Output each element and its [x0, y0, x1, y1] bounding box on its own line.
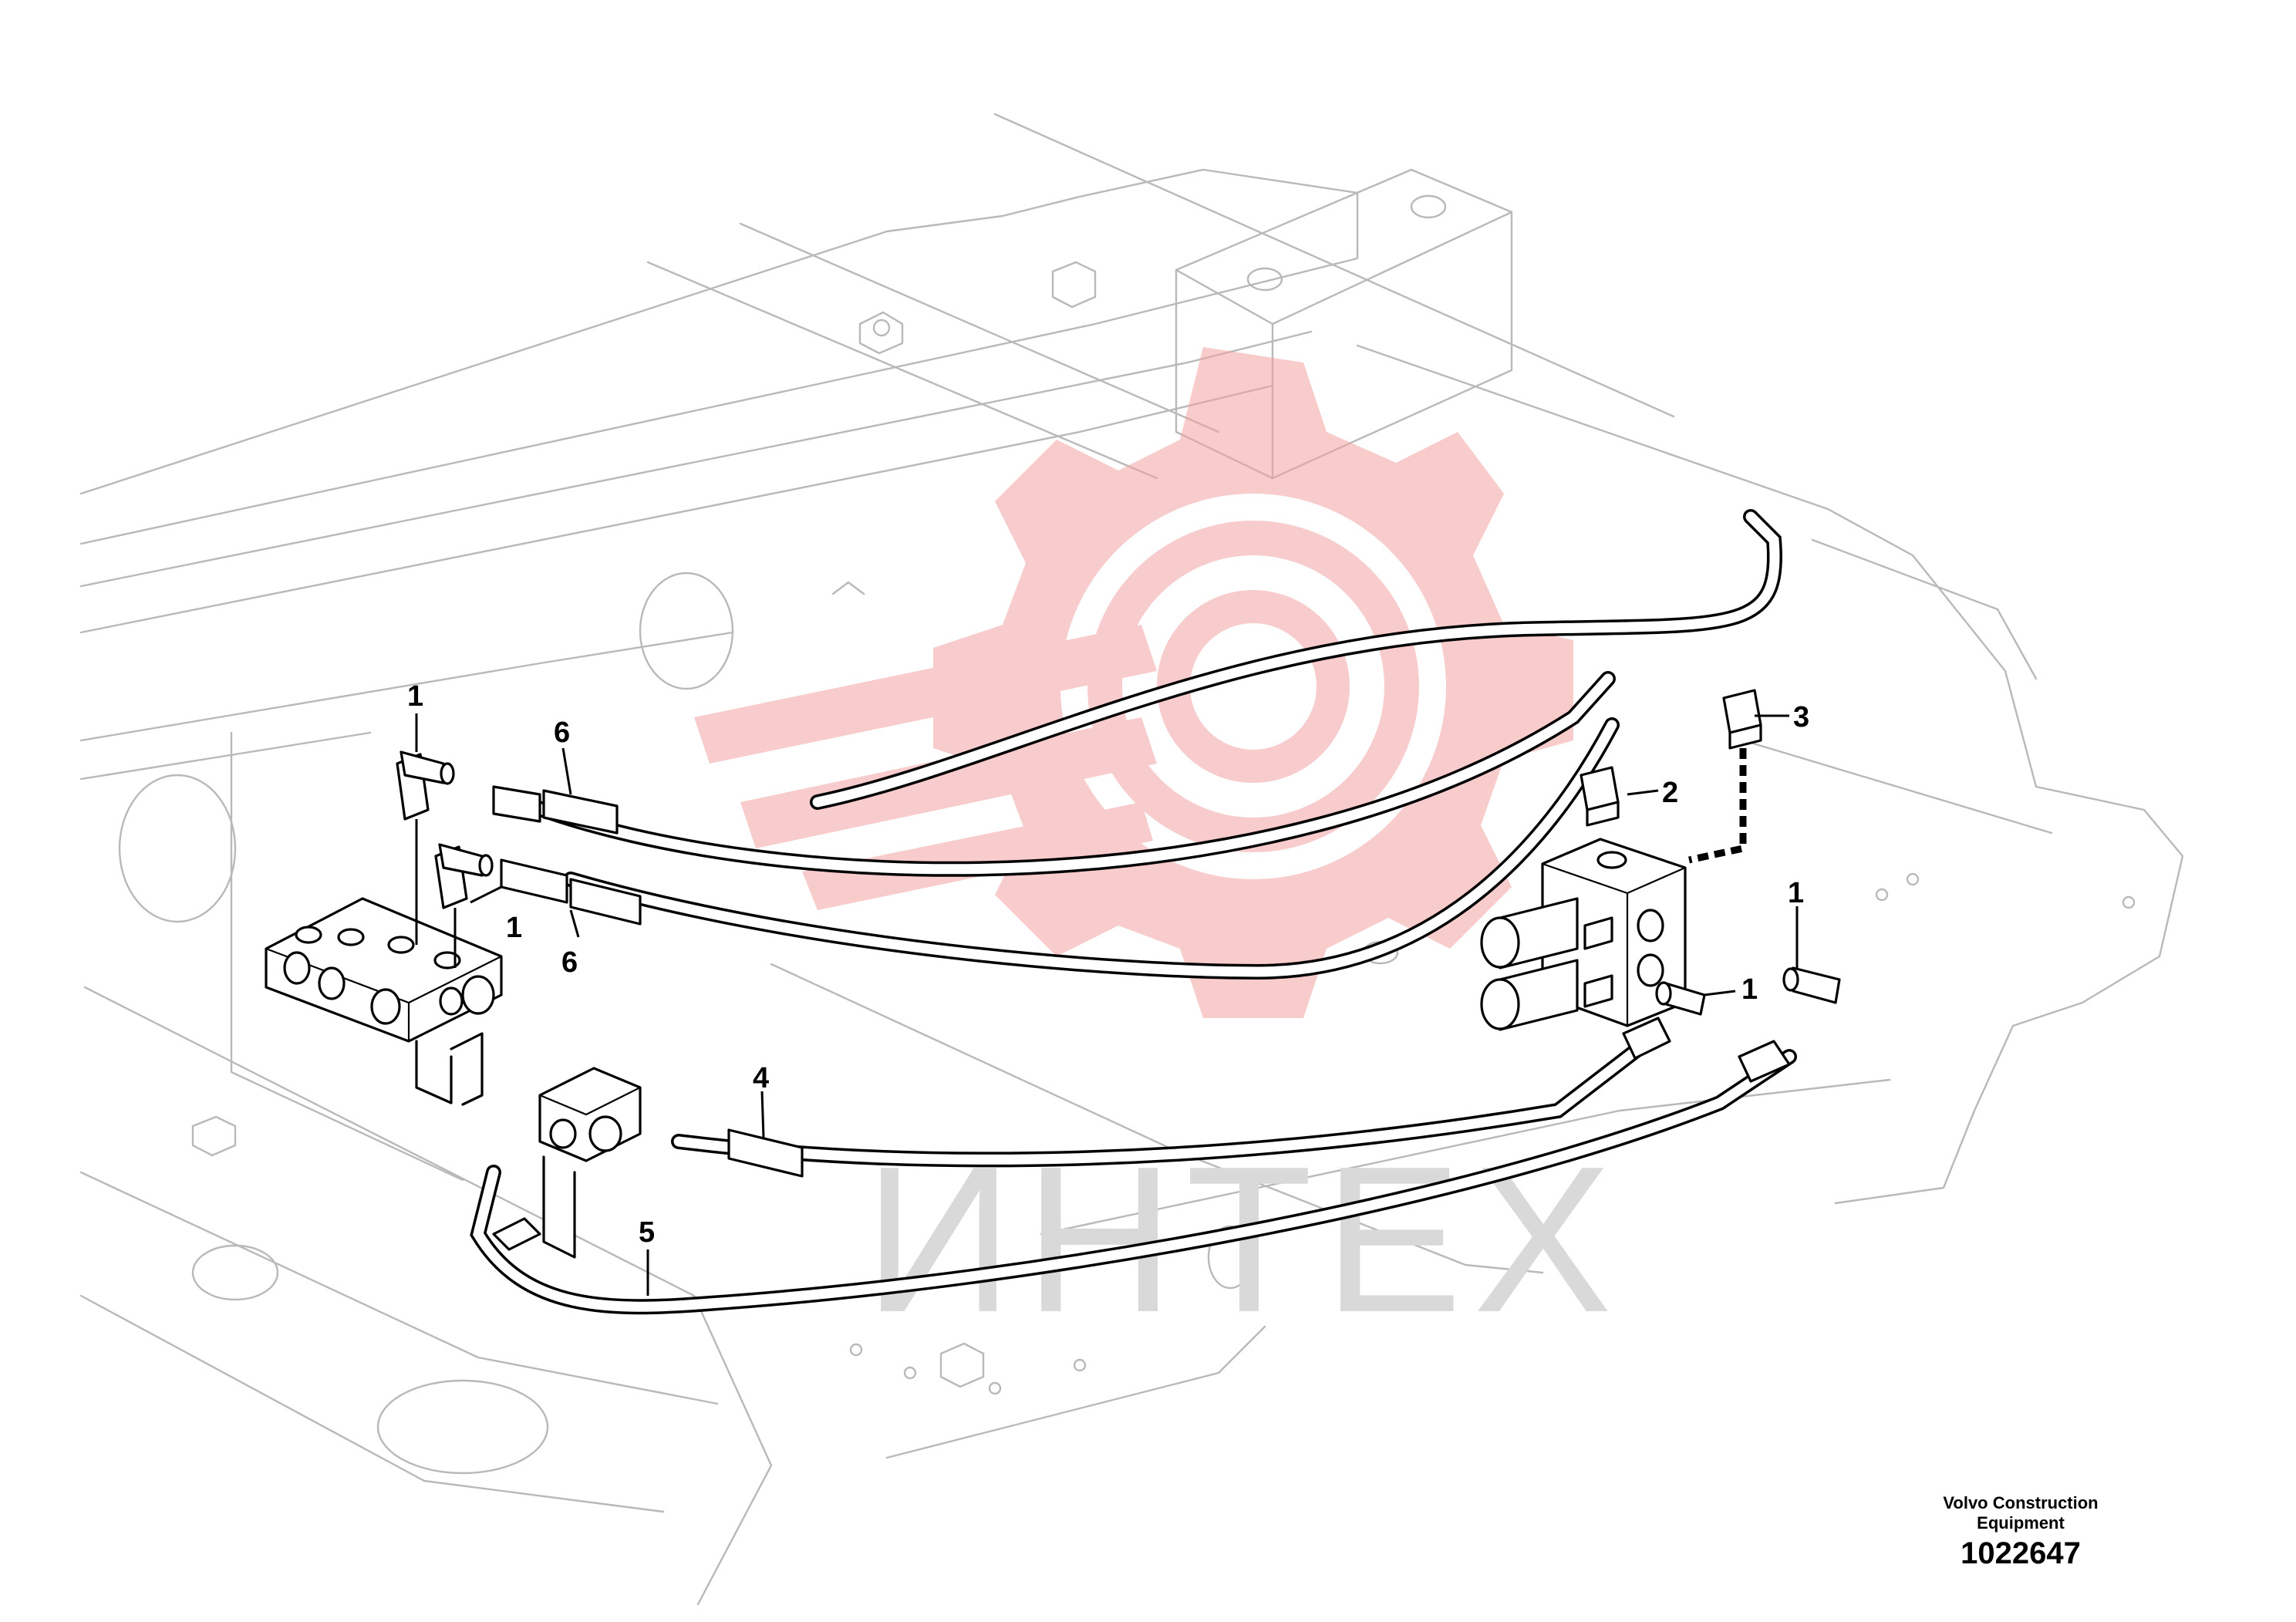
callout-5: 5 [639, 1216, 655, 1249]
adapter-fitting-3 [1688, 689, 1762, 864]
figure-number: 1022647 [1961, 1536, 2081, 1570]
callout-1: 1 [506, 912, 522, 944]
elbow-fitting-left-upper [396, 750, 455, 945]
center-valve [492, 1067, 642, 1259]
callout-6: 6 [554, 717, 570, 749]
callout-6: 6 [561, 946, 578, 979]
callout-labels: 1 1 1 1 2 3 4 5 6 6 [407, 680, 1809, 1249]
elbow-fitting-right-1 [1655, 981, 1706, 1016]
hose-4 [671, 1017, 1671, 1178]
callout-1: 1 [1788, 877, 1804, 909]
watermark-logo [694, 347, 1573, 1018]
elbow-fitting-left-lower [434, 843, 494, 968]
callout-1: 1 [1741, 973, 1758, 1006]
brand-caption: Volvo Construction Equipment [1943, 1493, 2099, 1533]
machine-frame [79, 113, 2184, 1606]
elbow-fitting-right-2 [1782, 966, 1841, 1004]
hose-3-loop [810, 509, 1782, 810]
left-valve-block [265, 897, 503, 1106]
callout-4: 4 [753, 1062, 769, 1094]
adapter-fitting-2 [1580, 766, 1620, 827]
callout-1: 1 [407, 680, 423, 713]
hose-6-lower [500, 717, 1620, 980]
callout-2: 2 [1662, 777, 1678, 809]
hose-6-upper [492, 671, 1616, 877]
callout-3: 3 [1793, 701, 1809, 733]
hose-5 [470, 1040, 1797, 1315]
right-valve-block [1480, 838, 1687, 1031]
callout-leaders [415, 713, 1799, 1296]
